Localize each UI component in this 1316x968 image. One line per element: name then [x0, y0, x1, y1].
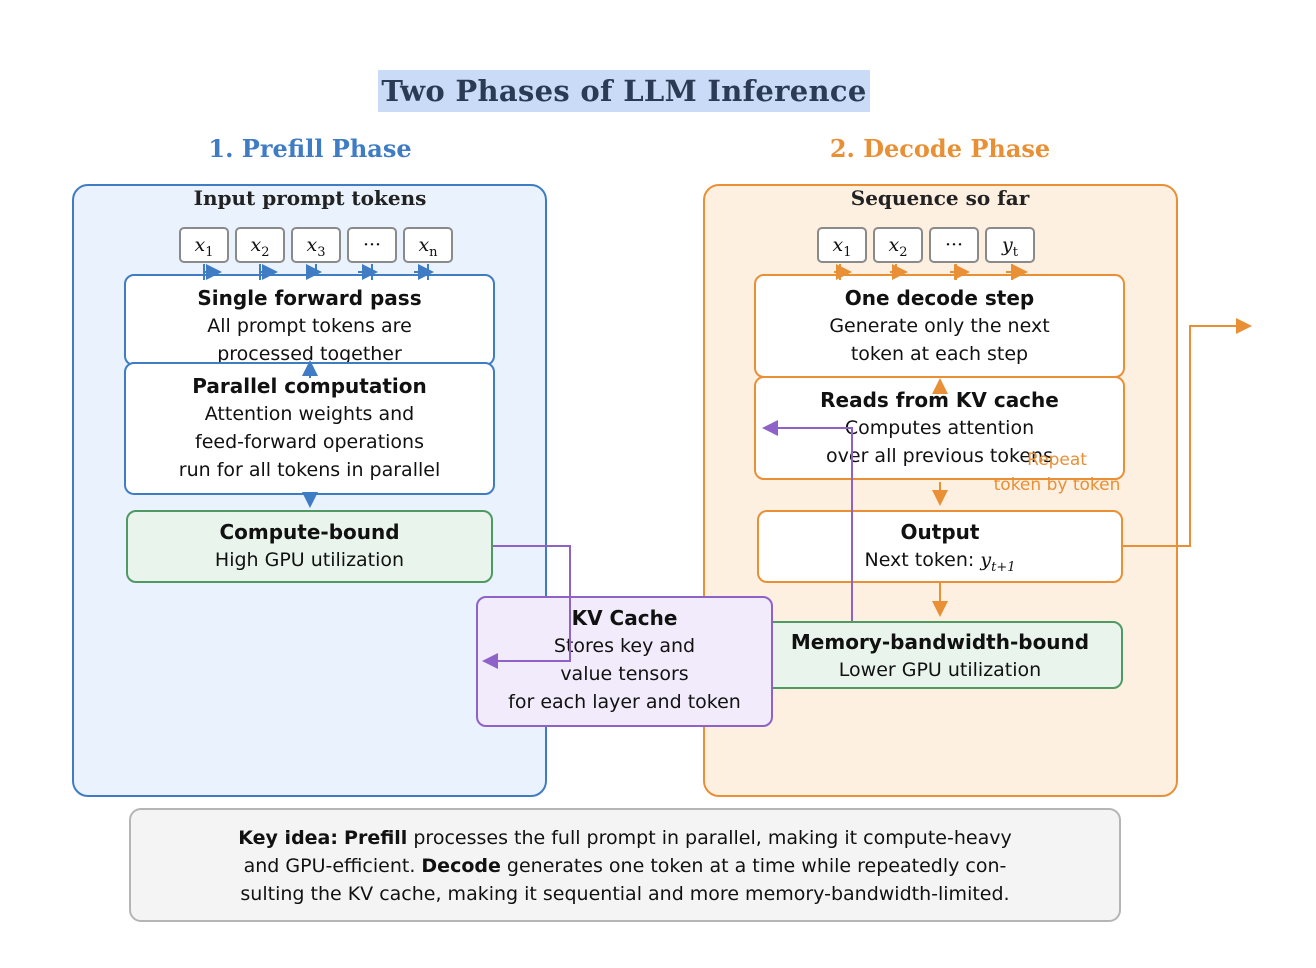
node-text: feed-forward operations [195, 431, 424, 453]
key-idea-line: and GPU-efficient. Decode generates one … [243, 855, 1007, 877]
prefill-token-ellipsis: ··· [347, 227, 397, 263]
next-token-symbol: yt+1 [980, 549, 1016, 575]
output-node: Output Next token: yt+1 [757, 510, 1123, 583]
prefill-token: xn [403, 227, 453, 263]
node-text: All prompt tokens are [207, 315, 412, 337]
kv-cache-connectors [482, 420, 853, 669]
key-idea-box: Key idea: Prefill processes the full pro… [129, 808, 1121, 922]
node-text: Next token: yt+1 [864, 549, 1016, 575]
decode-panel-header: Sequence so far [850, 186, 1030, 210]
prefill-token: x1 [179, 227, 229, 263]
prefill-panel-header: Input prompt tokens [193, 186, 427, 210]
decode-token: x1 [817, 227, 867, 263]
decode-token: x2 [873, 227, 923, 263]
node-heading: Memory-bandwidth-bound [790, 630, 1090, 654]
node-text: value tensors [560, 663, 689, 685]
prefill-token: x3 [291, 227, 341, 263]
node-heading: Output [900, 520, 980, 544]
diagram-title: Two Phases of LLM Inference [378, 70, 870, 112]
node-text: over all previous tokens [826, 445, 1053, 467]
node-text: Computes attention [844, 417, 1035, 439]
node-text: processed together [217, 343, 402, 365]
prefill-token-connectors [203, 264, 434, 508]
node-text: Attention weights and [204, 403, 415, 425]
node-text: Generate only the next [829, 315, 1050, 337]
decode-phase-title: 2. Decode Phase [829, 134, 1051, 163]
compute-bound-node: Compute-bound High GPU utilization [126, 510, 493, 583]
decode-token: yt [985, 227, 1035, 263]
node-text: for each layer and token [508, 691, 741, 713]
prefill-phase-title: 1. Prefill Phase [208, 134, 412, 163]
node-heading: Single forward pass [197, 286, 422, 310]
decode-token-ellipsis: ··· [929, 227, 979, 263]
key-idea-line: Key idea: Prefill processes the full pro… [238, 827, 1012, 849]
node-heading: KV Cache [571, 606, 678, 630]
node-text: High GPU utilization [214, 549, 405, 571]
kv-cache-node: KV Cache Stores key and value tensors fo… [476, 596, 773, 727]
prefill-token: x2 [235, 227, 285, 263]
node-text: token at each step [850, 343, 1029, 365]
decode-token-connectors [834, 264, 1252, 617]
node-heading: One decode step [844, 286, 1035, 310]
node-text: Lower GPU utilization [838, 659, 1042, 681]
node-heading: Compute-bound [219, 520, 400, 544]
node-text: run for all tokens in parallel [178, 459, 441, 481]
repeat-label-line: token by token [993, 475, 1121, 495]
repeat-label: Repeat token by token [982, 448, 1132, 498]
node-text: Stores key and [553, 635, 696, 657]
key-idea-line: sulting the KV cache, making it sequenti… [240, 883, 1010, 905]
repeat-label-line: Repeat [1027, 450, 1087, 470]
